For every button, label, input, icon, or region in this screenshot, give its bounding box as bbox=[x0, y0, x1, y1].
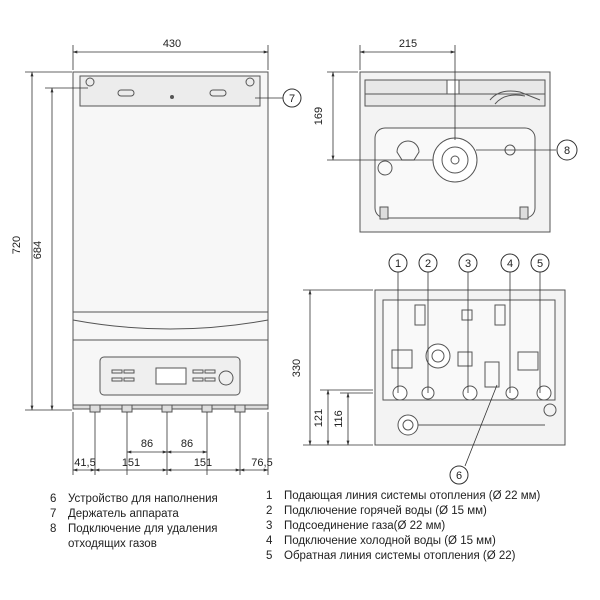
legend-right-item-1: 1 Подающая линия системы отопления (Ø 22… bbox=[266, 489, 540, 504]
legend-text: Устройство для наполнения bbox=[68, 493, 218, 505]
callout-2 bbox=[418, 253, 438, 273]
legend-text: Подсоединение газа(Ø 22 мм) bbox=[284, 520, 446, 532]
dim-side-height: 169 bbox=[313, 107, 325, 125]
dim-151-left: 151 bbox=[122, 457, 140, 469]
dim-151-right: 151 bbox=[194, 457, 212, 469]
holder-slot-right bbox=[209, 89, 227, 97]
front-connection-1 bbox=[89, 404, 101, 413]
bottom-connection-4 bbox=[505, 386, 519, 400]
legend-num: 3 bbox=[266, 520, 273, 532]
callout-1-label: 1 bbox=[395, 258, 401, 270]
callout-4-label: 4 bbox=[507, 258, 513, 270]
legend-text: Обратная линия системы отопления (Ø 22) bbox=[284, 550, 516, 562]
bottom-view bbox=[374, 289, 566, 446]
front-connection-2 bbox=[121, 404, 133, 413]
callout-6-label: 6 bbox=[456, 470, 462, 482]
display bbox=[155, 367, 187, 385]
legend-num: 6 bbox=[50, 493, 57, 505]
side-small-circle bbox=[377, 160, 393, 176]
legend-num: 4 bbox=[266, 535, 273, 547]
legend-left: 6 Устройство для наполнения 7 Держатель … bbox=[50, 492, 218, 552]
dim-bottom-116: 116 bbox=[333, 410, 345, 428]
bottom-callouts: 1 2 3 4 5 bbox=[388, 253, 550, 273]
dim-bottom-121: 121 bbox=[313, 409, 325, 427]
callout-2-label: 2 bbox=[425, 258, 431, 270]
flue-outer bbox=[432, 137, 478, 183]
dim-front-height-inner: 684 bbox=[32, 241, 44, 259]
legend-left-item-8: 8 Подключение для удаления bbox=[50, 522, 218, 537]
legend-right-item-4: 4 Подключение холодной воды (Ø 15 мм) bbox=[266, 534, 540, 549]
holder-slot-left bbox=[117, 89, 135, 97]
legend-text: отходящих газов bbox=[68, 538, 157, 550]
control-knob bbox=[218, 370, 234, 386]
legend-num: 7 bbox=[50, 508, 57, 520]
callout-1 bbox=[388, 253, 408, 273]
flue-inner bbox=[441, 146, 469, 174]
legend-right-item-2: 2 Подключение горячей воды (Ø 15 мм) bbox=[266, 504, 540, 519]
side-view bbox=[359, 71, 551, 233]
callout-6 bbox=[449, 465, 469, 485]
bottom-pump bbox=[425, 343, 451, 369]
callout-5 bbox=[530, 253, 550, 273]
dim-76-5: 76,5 bbox=[251, 457, 272, 469]
dim-86-right: 86 bbox=[181, 438, 193, 450]
device-holder bbox=[79, 75, 261, 107]
dim-86-left: 86 bbox=[141, 438, 153, 450]
side-keyhole bbox=[396, 140, 420, 161]
boiler-body bbox=[72, 71, 269, 406]
legend-left-item-6: 6 Устройство для наполнения bbox=[50, 492, 218, 507]
bottom-connection-3 bbox=[462, 385, 478, 401]
holder-bolt-right bbox=[245, 77, 255, 87]
bottom-drain bbox=[397, 414, 419, 436]
bottom-connection-1 bbox=[392, 385, 408, 401]
callout-7 bbox=[282, 88, 302, 108]
legend-left-item-8-cont: отходящих газов bbox=[50, 537, 218, 552]
legend-right: 1 Подающая линия системы отопления (Ø 22… bbox=[266, 489, 540, 564]
dim-bottom-height: 330 bbox=[291, 359, 303, 377]
legend-right-item-5: 5 Обратная линия системы отопления (Ø 22… bbox=[266, 549, 540, 564]
front-connection-3 bbox=[161, 404, 173, 413]
legend-text: Подающая линия системы отопления (Ø 22 м… bbox=[284, 490, 541, 502]
legend-text: Подключение горячей воды (Ø 15 мм) bbox=[284, 505, 487, 517]
legend-text: Держатель аппарата bbox=[68, 508, 179, 520]
legend-num bbox=[50, 537, 68, 552]
legend-left-item-7: 7 Держатель аппарата bbox=[50, 507, 218, 522]
callout-8 bbox=[556, 139, 578, 161]
callout-5-label: 5 bbox=[537, 258, 543, 270]
callout-8-label: 8 bbox=[564, 145, 570, 157]
dim-front-height-outer: 720 bbox=[11, 236, 23, 254]
holder-bolt-left bbox=[85, 77, 95, 87]
bottom-connection-5 bbox=[536, 385, 552, 401]
legend-text: Подключение для удаления bbox=[68, 523, 218, 535]
callout-3 bbox=[458, 253, 478, 273]
legend-num: 5 bbox=[266, 550, 273, 562]
front-connection-4 bbox=[201, 404, 213, 413]
callout-4 bbox=[500, 253, 520, 273]
front-connection-5 bbox=[234, 404, 246, 413]
dim-side-depth: 215 bbox=[399, 38, 417, 50]
legend-num: 1 bbox=[266, 490, 273, 502]
dim-41-5: 41,5 bbox=[74, 457, 95, 469]
legend-num: 2 bbox=[266, 505, 273, 517]
panel-curve bbox=[72, 319, 269, 330]
callout-3-label: 3 bbox=[465, 258, 471, 270]
legend-right-item-3: 3 Подсоединение газа(Ø 22 мм) bbox=[266, 519, 540, 534]
side-pipe bbox=[489, 90, 541, 101]
legend-text: Подключение холодной воды (Ø 15 мм) bbox=[284, 535, 496, 547]
dim-front-width: 430 bbox=[163, 38, 181, 50]
front-view bbox=[72, 71, 269, 413]
legend-num: 8 bbox=[50, 523, 57, 535]
callout-7-label: 7 bbox=[289, 93, 295, 105]
